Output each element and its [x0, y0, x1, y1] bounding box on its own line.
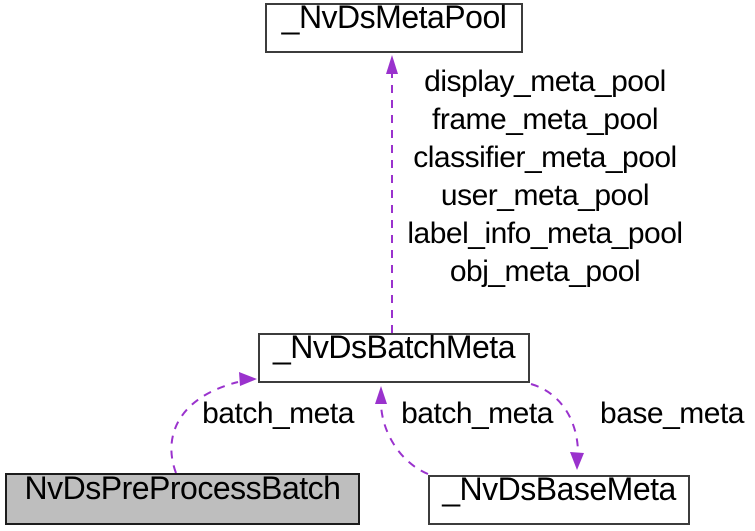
arrowhead-right-batchmeta — [239, 372, 257, 386]
edge-label-group-meta-pools: display_meta_pool frame_meta_pool classi… — [370, 63, 720, 291]
edge-label-classifier-meta-pool: classifier_meta_pool — [413, 141, 677, 174]
node-label-nvdspreprocessbatch: NvDsPreProcessBatch — [24, 470, 341, 506]
node-nvdsbatchmeta[interactable]: _NvDsBatchMeta — [258, 329, 530, 383]
edge-label-base-meta: base_meta — [600, 397, 744, 430]
arrowhead-up-metapool — [386, 55, 398, 74]
edge-label-obj-meta-pool: obj_meta_pool — [449, 255, 641, 288]
edge-label-frame-meta-pool: frame_meta_pool — [432, 103, 658, 136]
edge-base-meta — [530, 383, 579, 452]
node-label-nvdsbasemeta: _NvDsBaseMeta — [442, 471, 676, 507]
arrowhead-up-batchmeta — [375, 386, 387, 404]
edge-batch-meta-mid — [380, 403, 429, 475]
node-label-nvdsmetapool: _NvDsMetaPool — [281, 0, 507, 35]
edge-label-user-meta-pool: user_meta_pool — [440, 179, 650, 212]
arrowhead-down-basemeta — [570, 452, 584, 470]
node-nvdsmetapool[interactable]: _NvDsMetaPool — [265, 0, 523, 53]
node-nvdspreprocessbatch-current: NvDsPreProcessBatch — [5, 470, 360, 525]
edge-label-batch-meta-mid: batch_meta — [401, 397, 553, 430]
edge-batch-meta-left — [170, 381, 239, 474]
edge-label-display-meta-pool: display_meta_pool — [424, 65, 666, 98]
edge-label-label-info-meta-pool: label_info_meta_pool — [407, 217, 683, 250]
node-nvdsbasemeta[interactable]: _NvDsBaseMeta — [428, 471, 690, 525]
node-label-nvdsbatchmeta: _NvDsBatchMeta — [273, 329, 515, 365]
edge-label-batch-meta-left: batch_meta — [202, 397, 354, 430]
